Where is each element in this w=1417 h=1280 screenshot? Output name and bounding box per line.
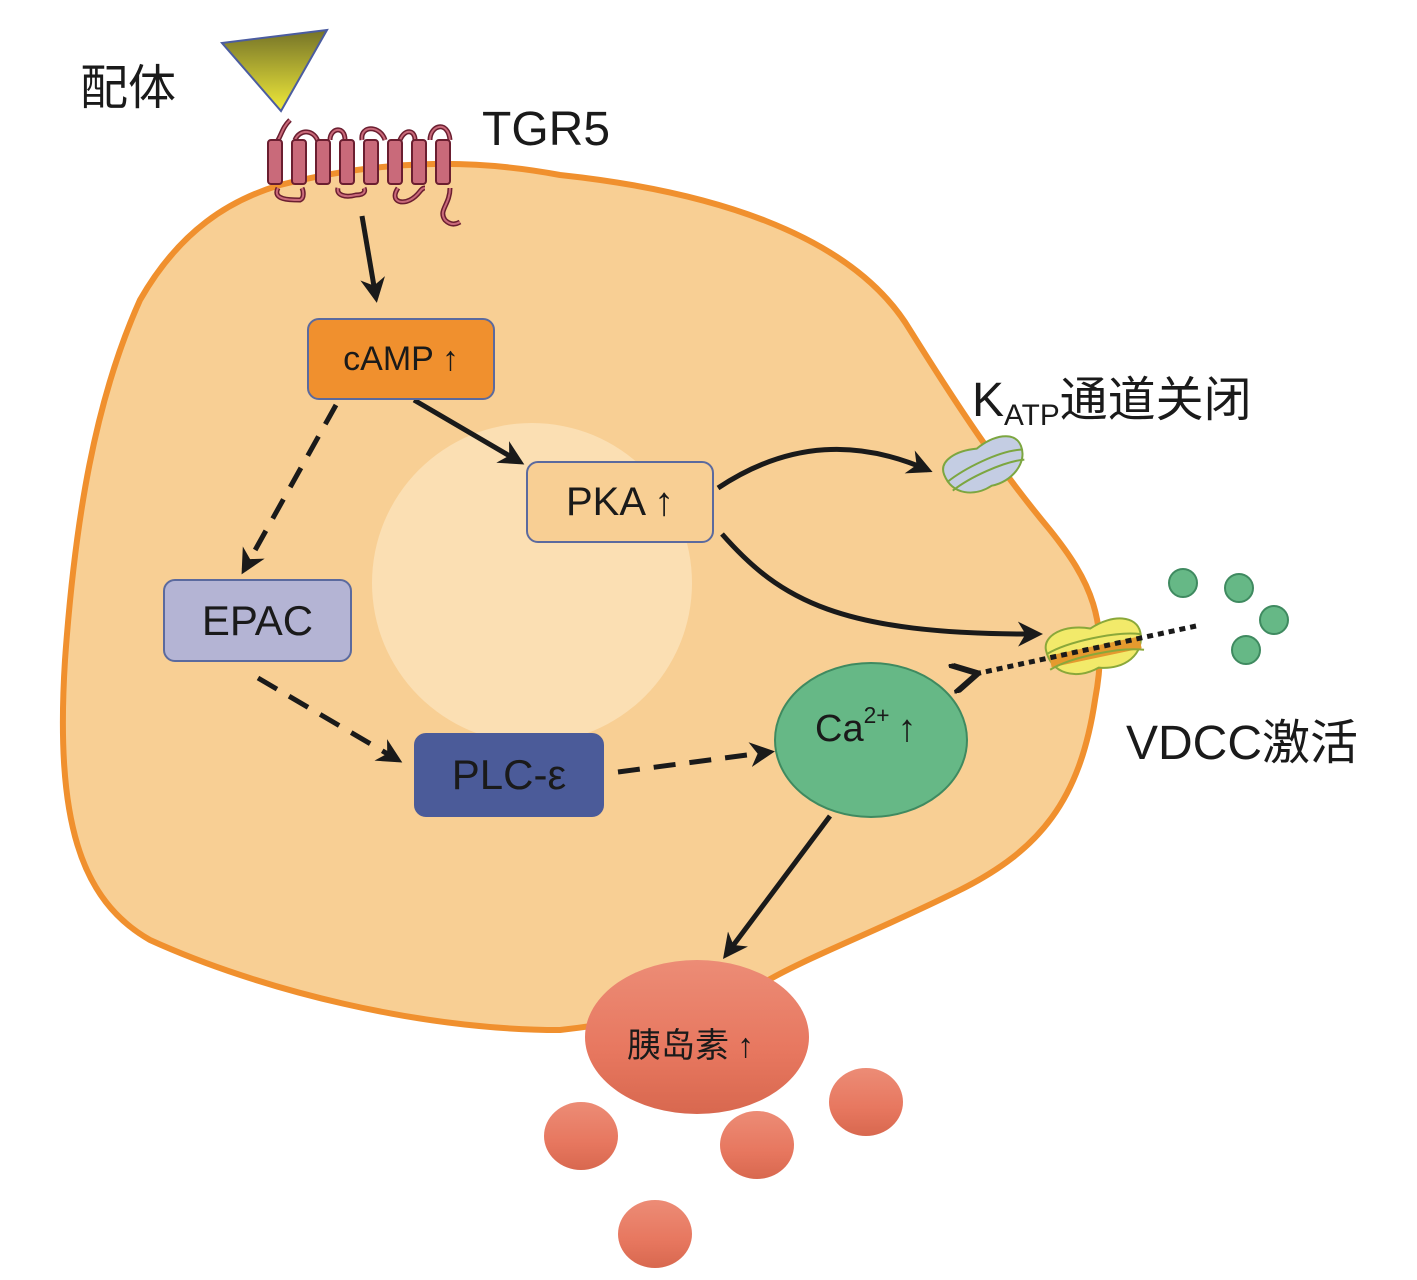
pka-label: PKA <box>565 479 647 524</box>
pka-node: PKA↑ <box>526 461 714 543</box>
insulin-label-main: 胰岛素 <box>627 1027 729 1065</box>
insulin-granule <box>829 1068 903 1136</box>
tgr5-receptor-icon <box>267 118 462 227</box>
arrow-epac-to-plc <box>256 675 403 763</box>
arrow-camp-to-pka <box>412 397 525 465</box>
calcium-ion <box>1259 605 1289 635</box>
up-arrow-icon: ↑ <box>897 708 917 750</box>
ligand-icon <box>220 28 329 113</box>
epac-node: EPAC <box>163 579 352 662</box>
up-arrow-icon: ↑ <box>737 1027 754 1065</box>
katp-label-suffix: 通道关闭 <box>1059 374 1252 427</box>
arrow-tgr5-to-camp <box>359 215 385 303</box>
arrow-plc-to-calcium <box>617 742 775 775</box>
insulin-label: 胰岛素↑ <box>627 1018 754 1067</box>
calcium-node-shape <box>774 662 968 818</box>
vdcc-label: VDCC激活 <box>1126 717 1359 770</box>
camp-node: cAMP↑ <box>307 318 495 400</box>
plc-label: PLC-ε <box>451 751 567 798</box>
katp-label-main: K <box>972 374 1005 427</box>
ligand-label: 配体 <box>80 62 177 115</box>
arrow-pka-to-vdcc <box>720 532 1043 647</box>
camp-label: cAMP <box>343 339 434 378</box>
insulin-granule <box>720 1111 794 1179</box>
insulin-node-shape <box>585 960 809 1114</box>
katp-label: KATP通道关闭 <box>972 360 1252 430</box>
calcium-label: Ca2+ ↑ <box>815 703 917 751</box>
calcium-ion <box>1231 635 1261 665</box>
epac-label: EPAC <box>201 596 314 644</box>
arrow-camp-to-epac <box>241 403 339 575</box>
calcium-label-main: Ca <box>815 708 864 750</box>
katp-channel-icon <box>942 435 1025 494</box>
arrow-calcium-to-insulin <box>723 814 833 960</box>
katp-label-sub: ATP <box>1004 398 1060 432</box>
insulin-granule <box>544 1102 618 1170</box>
tgr5-label: TGR5 <box>482 103 611 156</box>
calcium-label-charge: 2+ <box>863 701 890 728</box>
insulin-granule <box>618 1200 692 1268</box>
calcium-ion <box>1224 573 1254 603</box>
up-arrow-icon: ↑ <box>654 479 675 524</box>
arrow-vdcc-to-calcium <box>975 623 1197 674</box>
calcium-ion <box>1168 568 1198 598</box>
plc-node: PLC-ε <box>414 733 604 817</box>
arrow-pka-to-katp <box>716 446 933 491</box>
up-arrow-icon: ↑ <box>441 339 459 378</box>
